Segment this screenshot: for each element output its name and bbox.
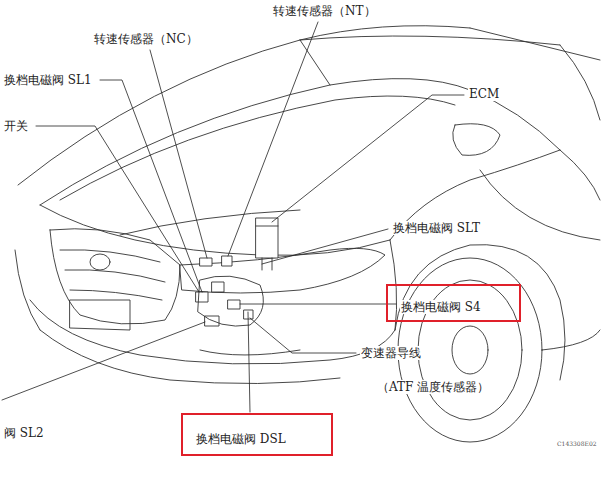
highlight-box: 换档电磁阀 S4 <box>386 284 521 322</box>
part-label: 开关 <box>3 119 29 133</box>
highlight-box: 换档电磁阀 DSL <box>181 413 333 456</box>
part-label: （ATF 温度传感器） <box>376 380 490 394</box>
part-label: 阀 SL2 <box>3 426 45 440</box>
part-label: ECM <box>468 87 500 101</box>
part-label: 变速器导线 <box>360 346 422 360</box>
part-label: 换档电磁阀 SL1 <box>3 73 93 87</box>
part-label: 转速传感器（NC） <box>93 32 199 46</box>
part-label: 转速传感器（NT） <box>272 4 377 18</box>
figure-code: C143308E02 <box>556 440 598 447</box>
part-label: 换档电磁阀 SLT <box>392 221 481 235</box>
part-label: 换档电磁阀 DSL <box>195 432 287 446</box>
part-label: 换档电磁阀 S4 <box>400 300 482 314</box>
